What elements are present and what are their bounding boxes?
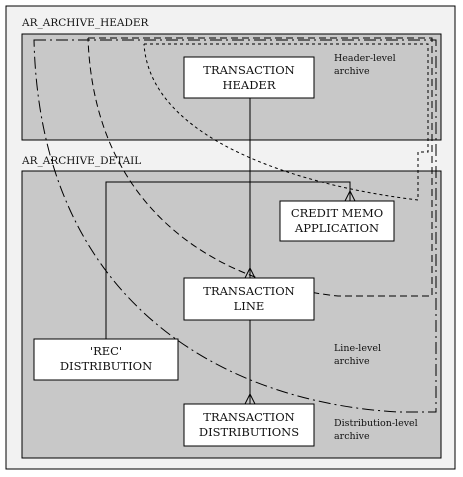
transaction-header-box: TRANSACTION HEADER — [183, 56, 315, 99]
svg-text:DISTRIBUTION: DISTRIBUTION — [60, 359, 152, 373]
svg-text:TRANSACTION: TRANSACTION — [203, 410, 294, 424]
svg-text:HEADER: HEADER — [222, 78, 275, 92]
svg-text:archive: archive — [334, 66, 370, 77]
crows-foot-credit-memo — [344, 189, 356, 202]
header-level-note: Header-level archive — [334, 53, 396, 77]
detail-area-label: AR_ARCHIVE_DETAIL — [21, 155, 141, 167]
svg-text:'REC': 'REC' — [90, 344, 122, 358]
svg-text:Header-level: Header-level — [334, 53, 396, 64]
header-area-label: AR_ARCHIVE_HEADER — [21, 17, 150, 29]
transaction-line-box: TRANSACTION LINE — [183, 277, 315, 321]
svg-text:LINE: LINE — [234, 299, 265, 313]
rec-distribution-box: 'REC' DISTRIBUTION — [33, 338, 179, 381]
svg-text:archive: archive — [334, 431, 370, 442]
crows-foot-distributions — [244, 392, 256, 405]
svg-text:TRANSACTION: TRANSACTION — [203, 284, 294, 298]
line-to-credit-memo-relationship — [250, 181, 351, 201]
svg-text:APPLICATION: APPLICATION — [294, 221, 379, 235]
svg-text:Distribution-level: Distribution-level — [334, 418, 418, 429]
line-level-note: Line-level archive — [334, 343, 381, 367]
svg-text:CREDIT MEMO: CREDIT MEMO — [291, 206, 383, 220]
header-level-boundary — [143, 43, 429, 201]
crows-foot-line — [244, 266, 256, 279]
distribution-level-boundary — [33, 39, 437, 413]
svg-text:DISTRIBUTIONS: DISTRIBUTIONS — [199, 425, 299, 439]
line-to-rec-distribution-relationship — [105, 181, 250, 339]
svg-text:TRANSACTION: TRANSACTION — [203, 63, 294, 77]
transaction-distributions-box: TRANSACTION DISTRIBUTIONS — [183, 403, 315, 447]
credit-memo-box: CREDIT MEMO APPLICATION — [279, 200, 395, 242]
svg-text:Line-level: Line-level — [334, 343, 381, 354]
svg-text:archive: archive — [334, 356, 370, 367]
distribution-level-note: Distribution-level archive — [334, 418, 418, 442]
line-level-boundary — [87, 37, 433, 297]
